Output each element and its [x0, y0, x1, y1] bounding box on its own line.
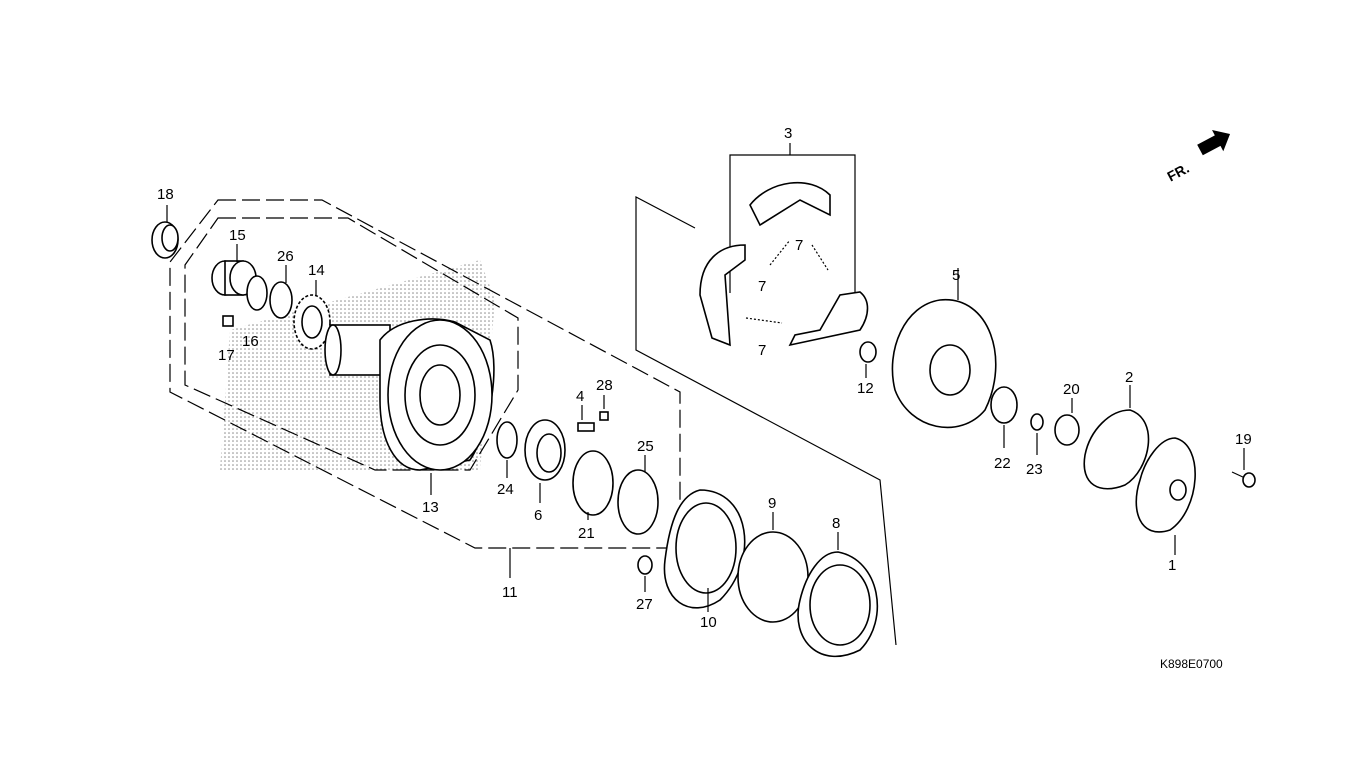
- part-24-ring: [496, 421, 518, 459]
- part-20-nut: [1054, 414, 1080, 446]
- bracket-group: [635, 196, 897, 646]
- part-3-clutch-shoes: [699, 181, 869, 347]
- part-1-cover: [1135, 437, 1196, 533]
- callout-4: 4: [576, 388, 584, 405]
- callout-26: 26: [277, 248, 294, 265]
- part-2-gasket: [1083, 409, 1150, 490]
- part-5-drive-plate: [891, 299, 997, 429]
- part-25-circlip: [617, 469, 659, 535]
- callout-28: 28: [596, 377, 613, 394]
- direction-label: FR.: [1164, 160, 1191, 185]
- part-27-nut: [637, 555, 653, 575]
- part-28-pin: [599, 411, 609, 421]
- part-19-bolt: [1231, 471, 1256, 488]
- front-direction-arrow-icon: [1197, 130, 1231, 156]
- part-13-clutch-outer: [324, 318, 495, 471]
- callout-13: 13: [422, 499, 439, 516]
- callout-7a: 7: [758, 278, 766, 295]
- callout-9: 9: [768, 495, 776, 512]
- callout-8: 8: [832, 515, 840, 532]
- callout-25: 25: [637, 438, 654, 455]
- part-9-ring: [737, 531, 809, 623]
- callout-21: 21: [578, 525, 595, 542]
- part-6-one-way-clutch: [524, 419, 566, 481]
- callout-12: 12: [857, 380, 874, 397]
- part-21-plate: [572, 450, 614, 516]
- bracket-3: [729, 154, 856, 293]
- callout-7c: 7: [758, 342, 766, 359]
- part-18-seal: [151, 221, 179, 259]
- part-17-nut: [222, 315, 234, 327]
- callout-3: 3: [784, 125, 792, 142]
- callout-19: 19: [1235, 431, 1252, 448]
- callout-20: 20: [1063, 381, 1080, 398]
- part-16-ring: [246, 275, 268, 311]
- callout-24: 24: [497, 481, 514, 498]
- diagram-code: K898E0700: [1160, 657, 1223, 671]
- callout-10: 10: [700, 614, 717, 631]
- callout-16: 16: [242, 333, 259, 350]
- part-4-spring: [577, 422, 595, 432]
- part-8-plate: [797, 551, 879, 658]
- callout-1: 1: [1168, 557, 1176, 574]
- part-12-bearing: [859, 341, 877, 363]
- part-14-gear: [293, 294, 331, 350]
- callout-5: 5: [952, 267, 960, 284]
- callout-23: 23: [1026, 461, 1043, 478]
- part-7-springs: [745, 239, 829, 324]
- part-10-gasket: [663, 489, 746, 609]
- part-23-washer: [1030, 413, 1044, 431]
- part-22-clutch-piece: [990, 386, 1018, 424]
- callout-2: 2: [1125, 369, 1133, 386]
- callout-6: 6: [534, 507, 542, 524]
- callout-17: 17: [218, 347, 235, 364]
- callout-11: 11: [502, 584, 518, 601]
- assembly-11-outline: [169, 199, 681, 549]
- callout-18: 18: [157, 186, 174, 203]
- callout-22: 22: [994, 455, 1011, 472]
- callout-15: 15: [229, 227, 246, 244]
- callout-7b: 7: [795, 237, 803, 254]
- assembly-13-outline: [184, 217, 519, 471]
- callout-27: 27: [636, 596, 653, 613]
- part-26-ring: [269, 281, 293, 319]
- callout-14: 14: [308, 262, 325, 279]
